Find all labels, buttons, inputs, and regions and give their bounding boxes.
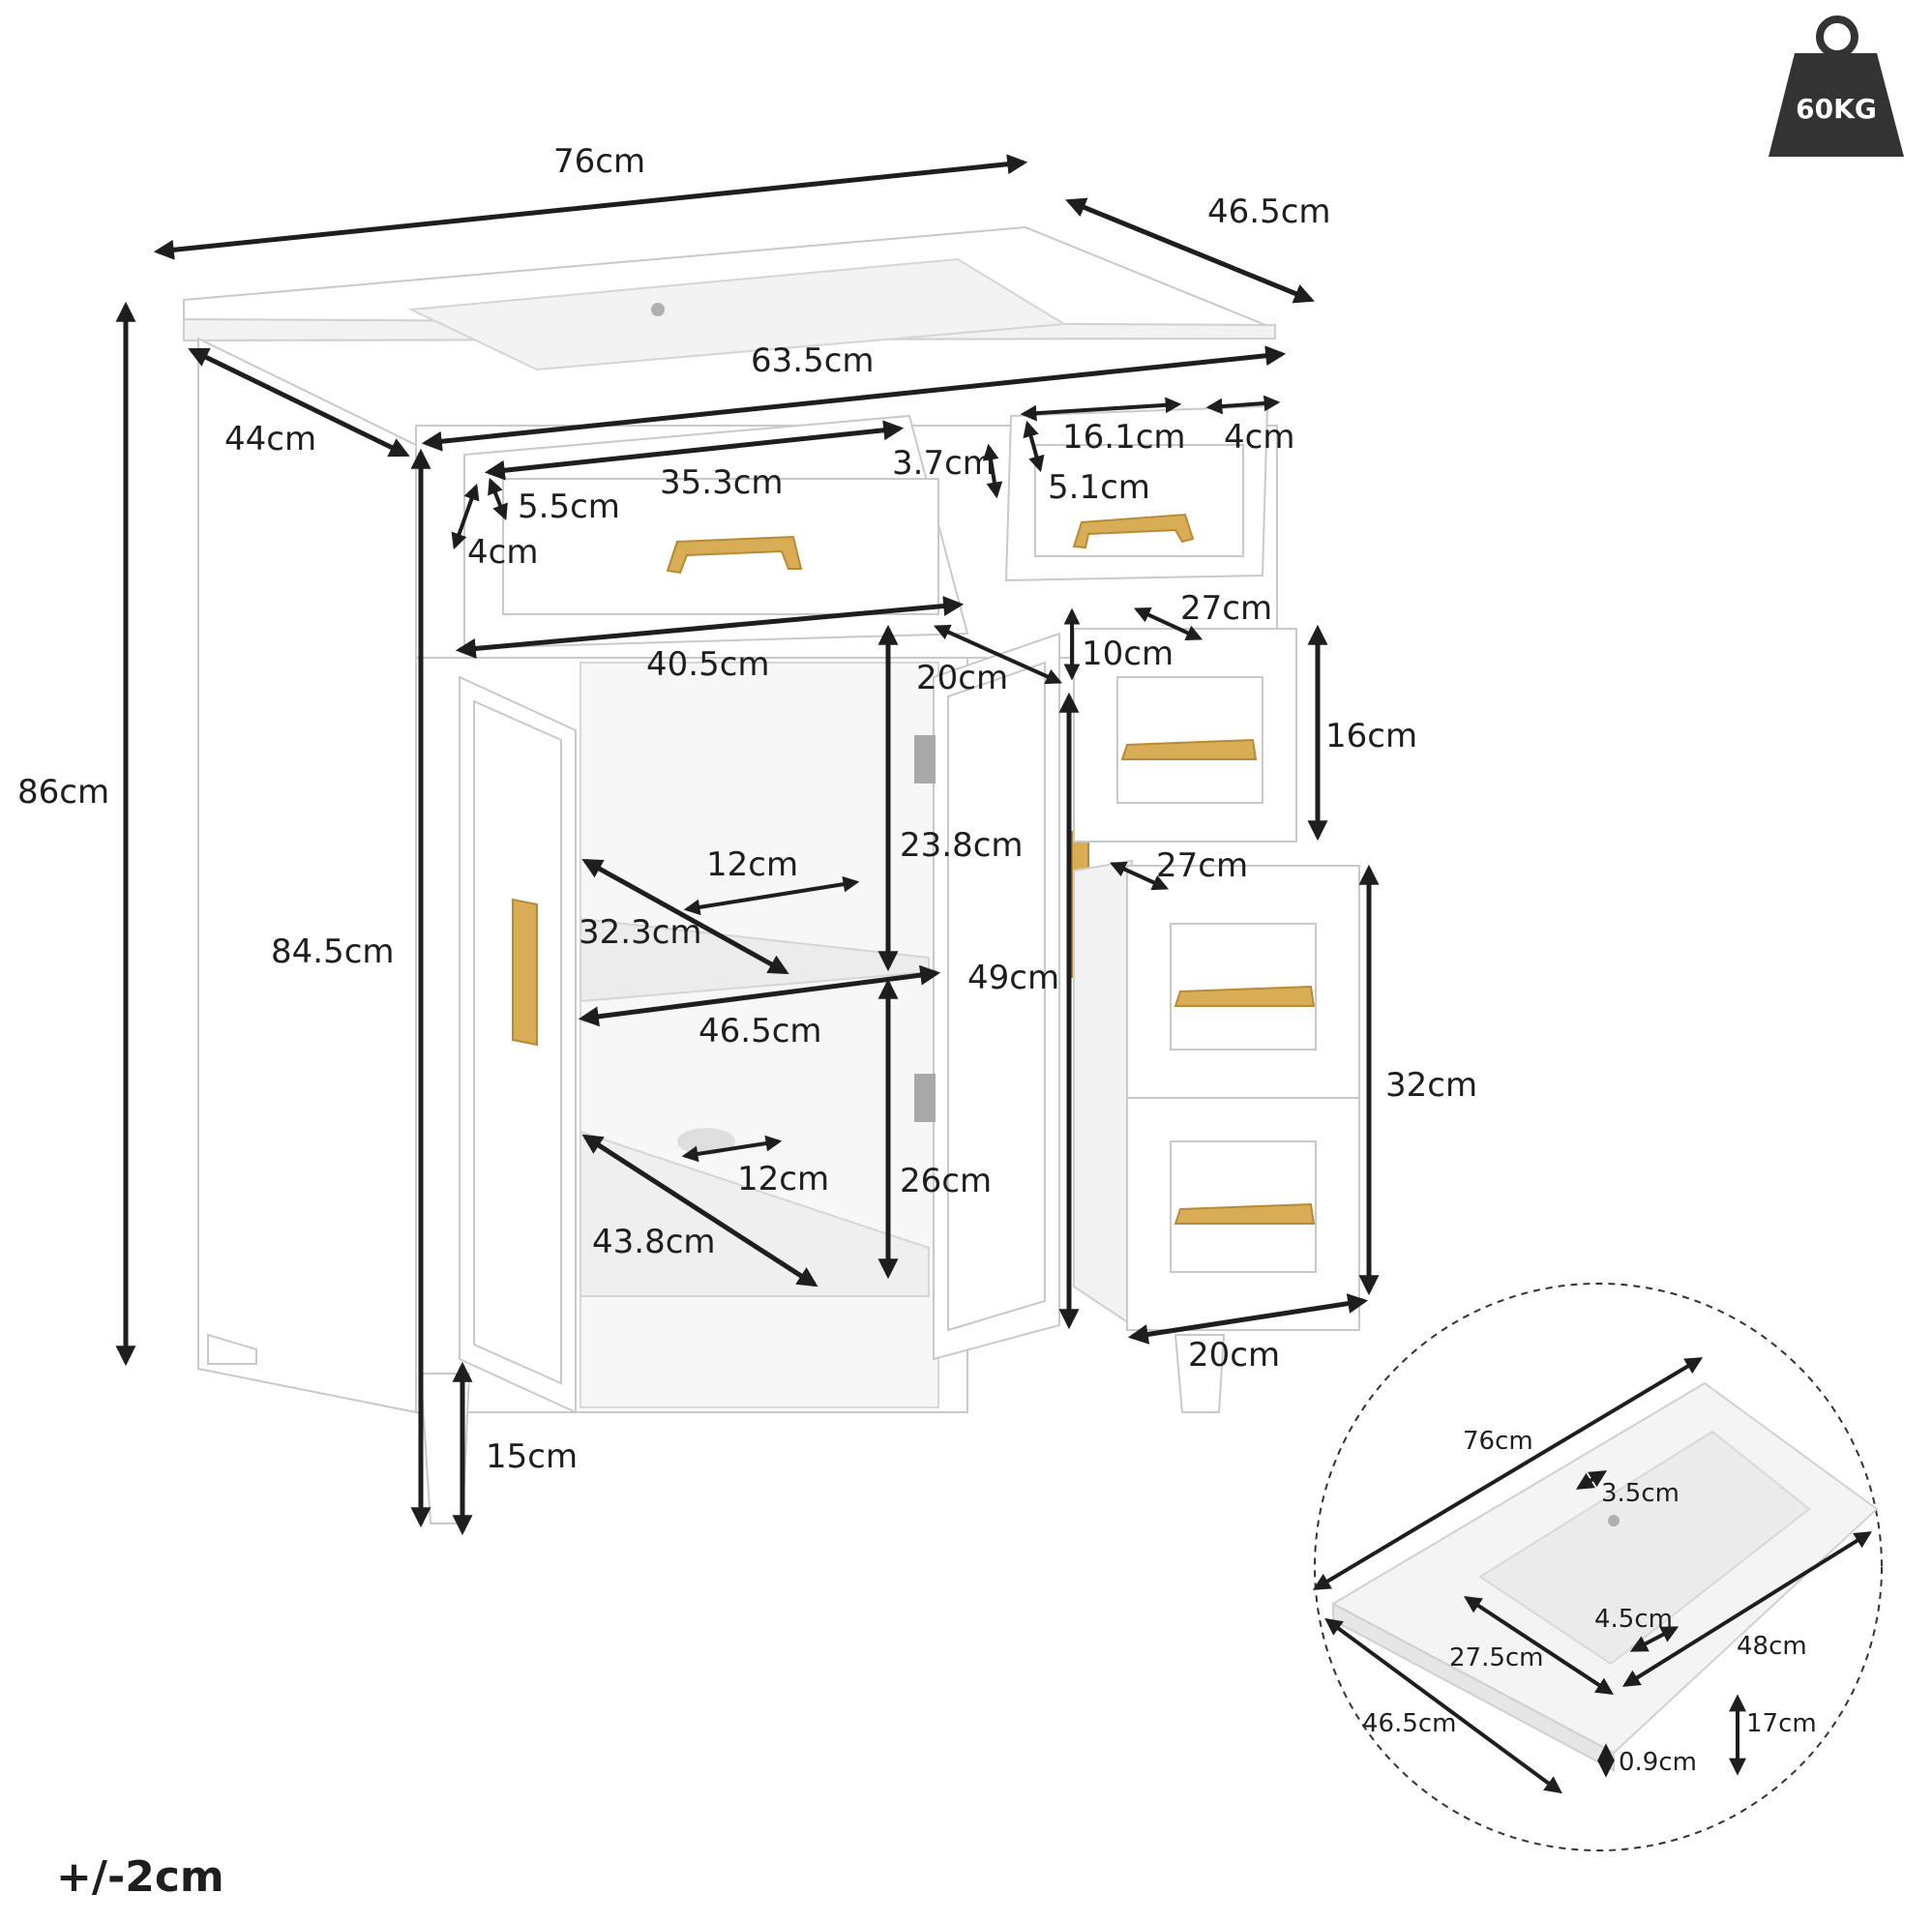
label-lower-drawer-depth: 27cm [1156, 846, 1248, 885]
hinge-icon [914, 735, 936, 784]
label-shelf-diag: 32.3cm [579, 913, 702, 952]
label-gap: 3.7cm [892, 444, 995, 483]
label-right-drawer-depth: 27cm [1180, 589, 1272, 628]
label-lower-drawer-height: 32cm [1385, 1066, 1477, 1105]
label-side-depth: 44cm [224, 420, 316, 459]
label-shelf-depth-cut: 12cm [706, 845, 798, 884]
sink-label-bowl-height: 17cm [1746, 1709, 1817, 1738]
drain-icon [651, 303, 665, 316]
label-lower-drawer-width: 20cm [1188, 1336, 1280, 1375]
label-floor-cut: 12cm [737, 1160, 829, 1198]
label-top-gap: 10cm [1082, 635, 1174, 673]
door-handle-left [512, 898, 538, 1047]
label-lower-space-h: 26cm [900, 1162, 992, 1200]
label-right-drawer-height: 16cm [1325, 717, 1417, 755]
label-upper-drawer-h2: 4cm [467, 533, 538, 572]
label-upper-space-h: 23.8cm [900, 826, 1024, 865]
sink-label-basin-length: 27.5cm [1449, 1643, 1544, 1672]
dimension-lines [115, 154, 1380, 1536]
label-floor-diag: 43.8cm [592, 1223, 716, 1261]
sink-label-overflow: 3.5cm [1601, 1479, 1679, 1508]
hinge-icon-lower [914, 1074, 936, 1122]
label-small-drawer-h: 5.1cm [1048, 468, 1150, 507]
label-upper-drawer-h1: 5.5cm [518, 488, 620, 526]
weight-badge: 60KG [1769, 15, 1904, 157]
sink-label-rim: 0.9cm [1619, 1748, 1697, 1777]
label-top-width: 76cm [553, 142, 645, 181]
label-upper-drawer-width: 35.3cm [660, 463, 784, 502]
drawer-handle-small [1072, 513, 1195, 549]
sink-label-basin-depth: 4.5cm [1594, 1605, 1673, 1634]
label-small-drawer-side: 4cm [1224, 418, 1294, 457]
dimension-labels: 76cm 46.5cm 63.5cm 44cm 86cm 84.5cm 35.3… [17, 142, 1477, 1476]
label-top-depth: 46.5cm [1207, 192, 1331, 231]
weight-icon [1816, 15, 1858, 58]
right-drawer-handle [1120, 738, 1258, 760]
label-shelf-width: 46.5cm [698, 1012, 822, 1050]
lower-drawer-handle-2 [1174, 1202, 1316, 1225]
tolerance-note: +/-2cm [56, 1852, 224, 1902]
weight-label: 60KG [1796, 93, 1877, 125]
drawer-handle [666, 535, 803, 575]
sink-label-basin-width: 48cm [1737, 1632, 1807, 1661]
label-door-height: 49cm [967, 959, 1059, 997]
label-cabinet-height: 84.5cm [271, 932, 395, 971]
lower-drawer-handle-1 [1174, 985, 1316, 1007]
overflow-hole-icon [1608, 1515, 1620, 1526]
label-small-drawer-width: 16.1cm [1062, 418, 1186, 457]
label-total-height: 86cm [17, 773, 109, 812]
sink-label-width: 76cm [1463, 1427, 1533, 1456]
sink-detail-inset: 76cm 3.5cm 4.5cm 27.5cm 48cm 46.5cm 17cm… [1312, 1283, 1883, 1851]
label-door-width: 20cm [916, 659, 1008, 697]
sink-label-depth: 46.5cm [1362, 1709, 1457, 1738]
label-drawer-front-width: 40.5cm [646, 645, 770, 684]
label-inner-width: 63.5cm [751, 341, 875, 380]
label-leg-height: 15cm [486, 1437, 578, 1476]
